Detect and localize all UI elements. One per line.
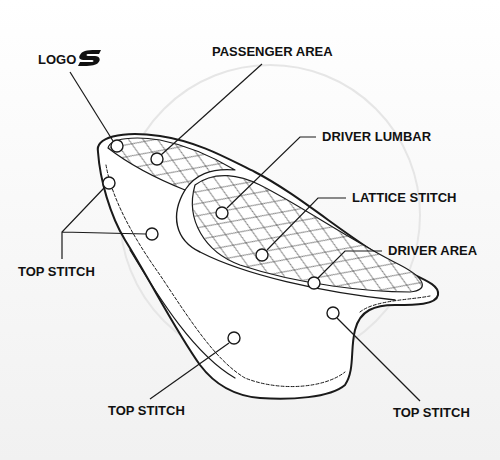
leader-line [318, 251, 382, 278]
leader-line [227, 137, 316, 208]
callout-dots [103, 140, 339, 344]
leader-lines [62, 64, 420, 401]
part-label: PASSENGER AREA [212, 44, 333, 60]
part-label: DRIVER LUMBAR [322, 129, 431, 145]
part-label: LOGO [38, 52, 76, 68]
side-panel-seam [130, 250, 235, 378]
logo-icon [78, 50, 101, 66]
part-label: TOP STITCH [108, 403, 185, 419]
leader-line [161, 64, 262, 155]
leader-line [337, 318, 420, 401]
callout-dot [146, 228, 158, 240]
callout-dot [103, 177, 115, 189]
callout-dot [228, 332, 240, 344]
callout-dot [111, 140, 123, 152]
leader-line [150, 343, 229, 399]
part-label: DRIVER AREA [388, 243, 477, 259]
leader-line [267, 198, 346, 250]
part-label: LATTICE STITCH [352, 190, 456, 206]
callout-dot [327, 307, 339, 319]
callout-dot [308, 277, 320, 289]
leader-line [70, 72, 113, 141]
nose-stitch [360, 296, 430, 312]
leader-line [62, 188, 146, 259]
top-stitch-line [106, 165, 345, 387]
part-label: TOP STITCH [18, 264, 95, 280]
part-label: TOP STITCH [393, 405, 470, 421]
callout-dot [256, 249, 268, 261]
callout-dot [151, 153, 163, 165]
lattice-stitching [180, 160, 440, 300]
callout-dot [216, 207, 228, 219]
